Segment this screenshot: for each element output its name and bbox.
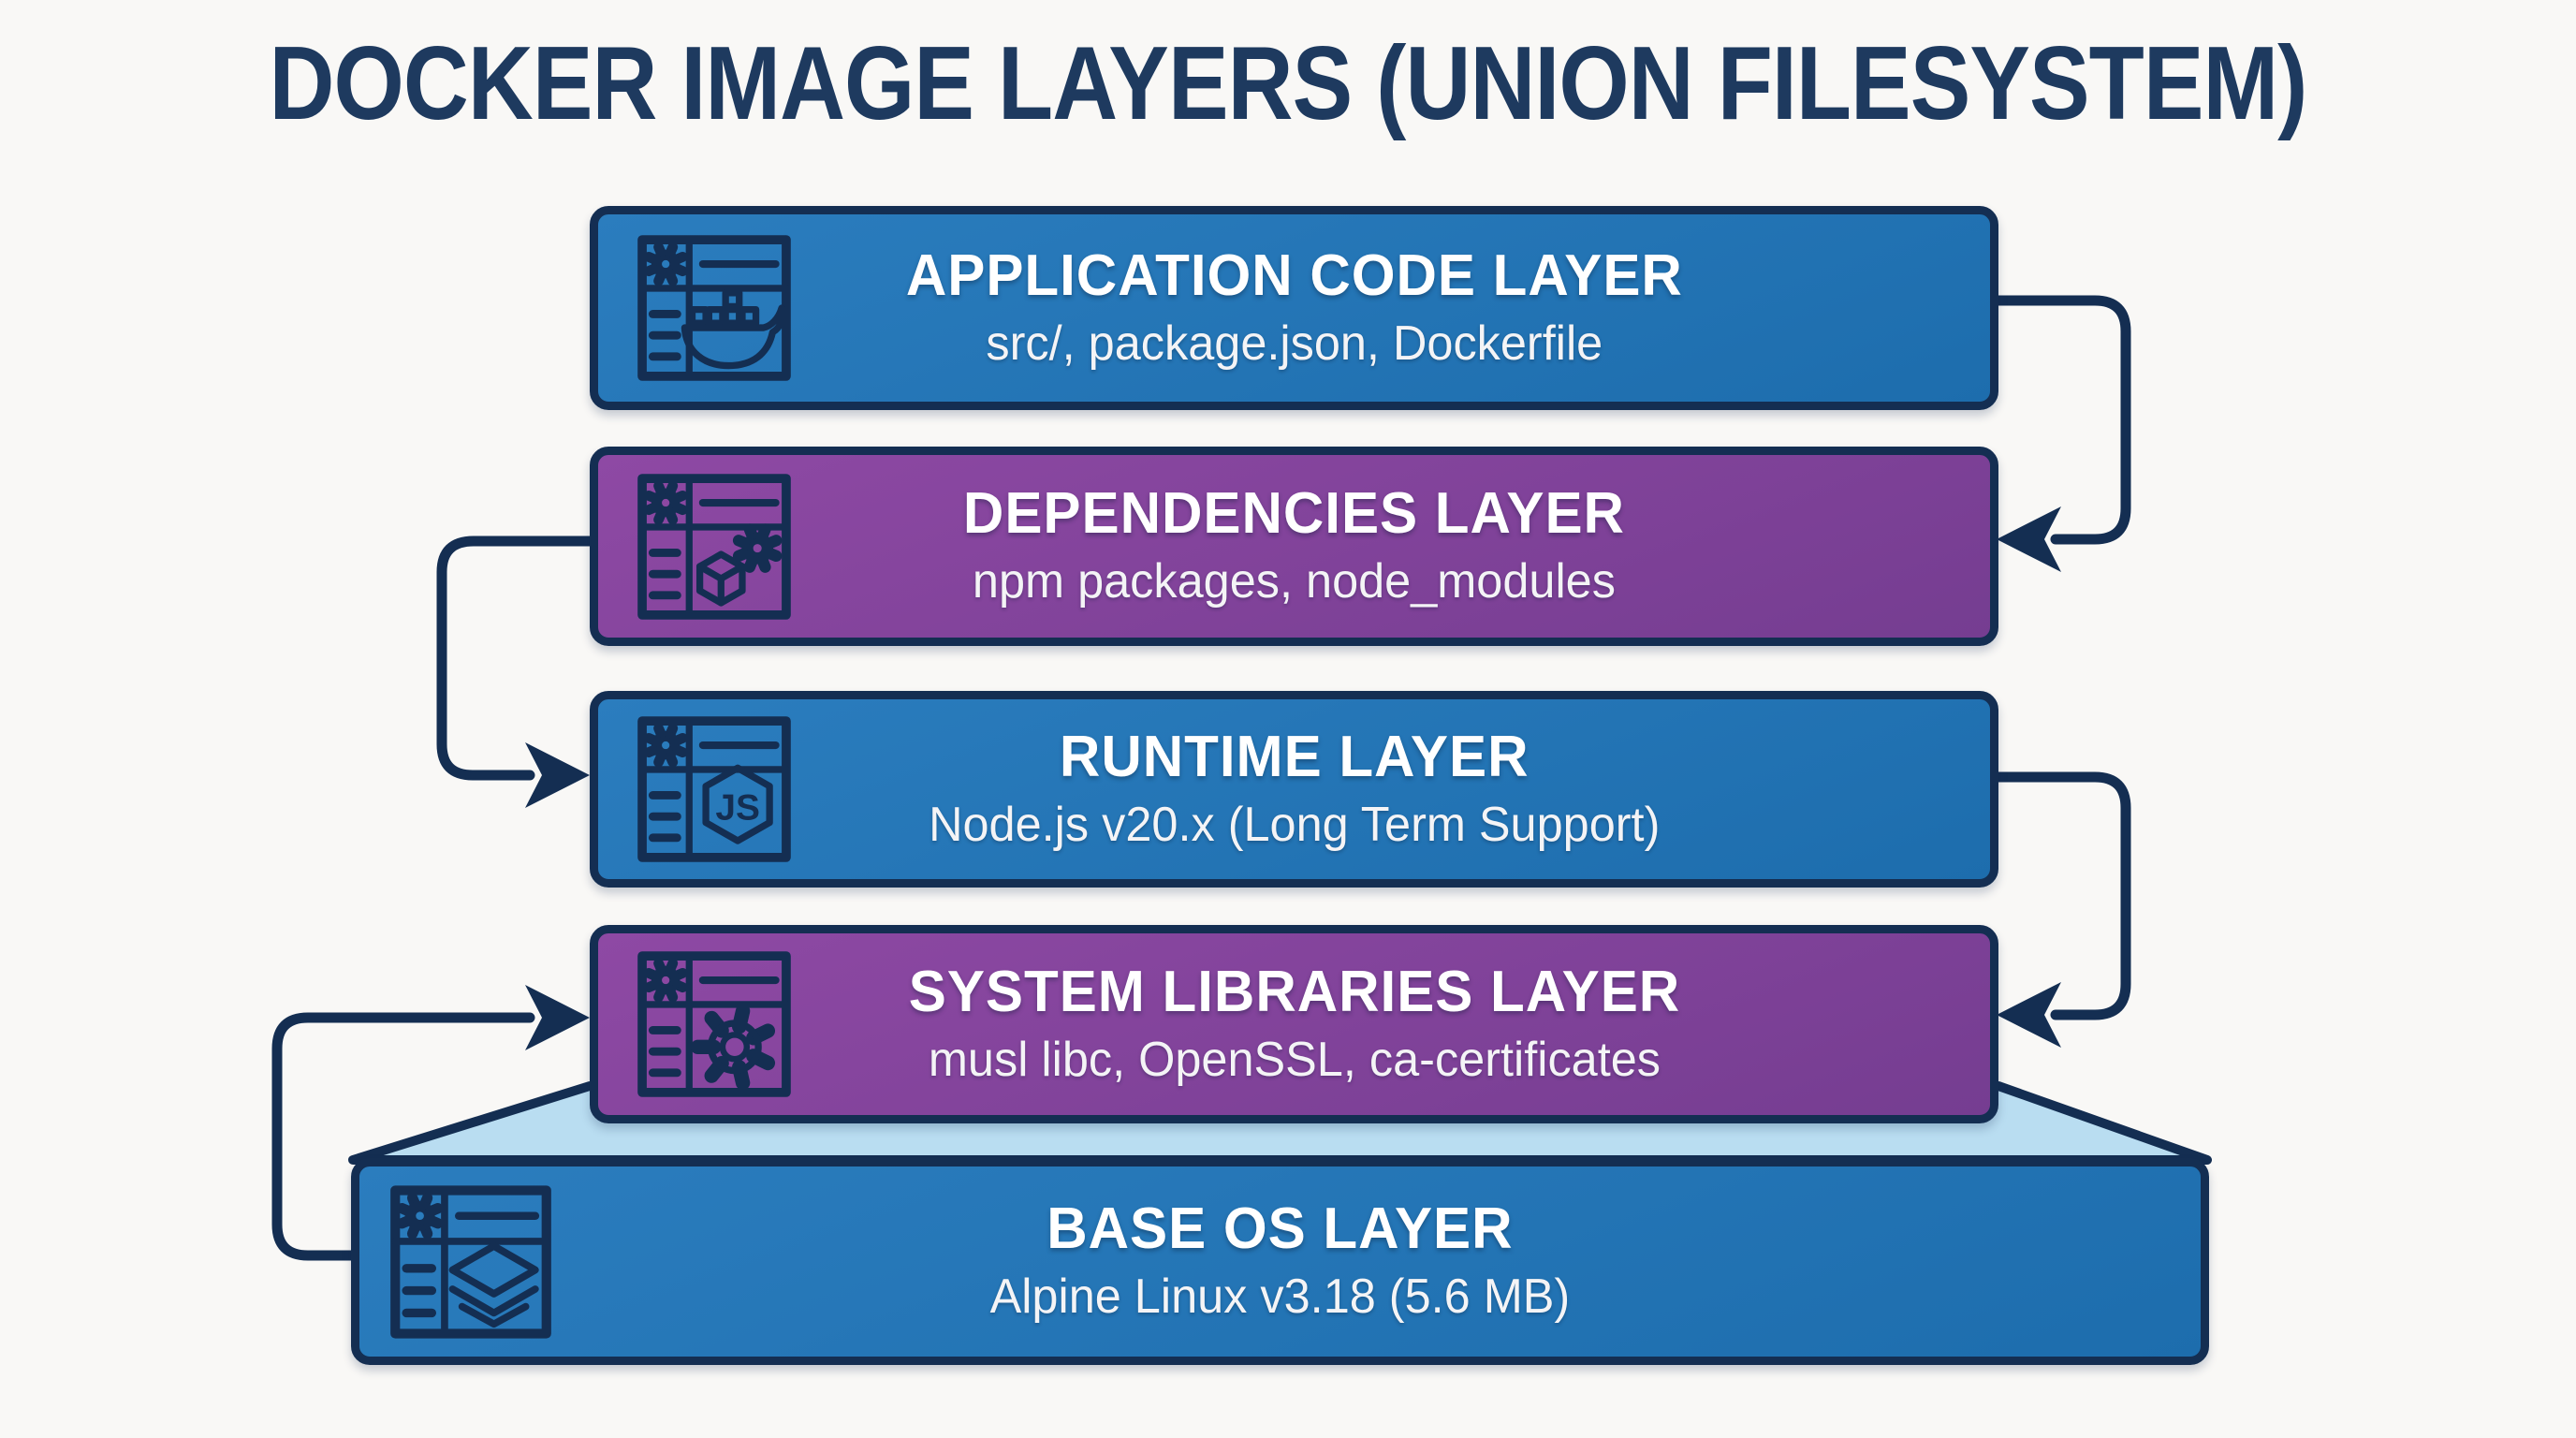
layer-application-code: APPLICATION CODE LAYER src/, package.jso…: [590, 206, 1998, 410]
layer-subtitle: musl libc, OpenSSL, ca-certificates: [928, 1032, 1661, 1087]
layer-title: RUNTIME LAYER: [1059, 724, 1530, 789]
svg-text:JS: JS: [715, 787, 760, 828]
arrowhead-base-to-syslibs: [525, 985, 590, 1050]
layer-runtime: JS RUNTIME LAYER Node.js v20.x (Long Ter…: [590, 691, 1998, 888]
arrowhead-runtime-to-syslibs: [1997, 982, 2061, 1048]
layer-subtitle: Alpine Linux v3.18 (5.6 MB): [989, 1269, 1571, 1325]
layer-text: DEPENDENCIES LAYER npm packages, node_mo…: [963, 485, 1625, 608]
layer-text: SYSTEM LIBRARIES LAYER musl libc, OpenSS…: [908, 959, 1680, 1087]
arrow-runtime-to-syslibs: [1990, 771, 2131, 1020]
package-gear-icon: [634, 471, 795, 623]
layers-icon: [384, 1182, 558, 1342]
layer-title: DEPENDENCIES LAYER: [962, 481, 1626, 547]
layer-base-os: BASE OS LAYER Alpine Linux v3.18 (5.6 MB…: [351, 1158, 2209, 1365]
docker-whale-icon: [634, 232, 795, 384]
nodejs-hexagon-icon: JS: [634, 713, 795, 865]
layer-dependencies: DEPENDENCIES LAYER npm packages, node_mo…: [590, 447, 1998, 646]
layer-text: APPLICATION CODE LAYER src/, package.jso…: [905, 242, 1683, 371]
layer-text: RUNTIME LAYER Node.js v20.x (Long Term S…: [928, 724, 1661, 852]
layer-text: BASE OS LAYER Alpine Linux v3.18 (5.6 MB…: [990, 1200, 1571, 1323]
layer-subtitle: npm packages, node_modules: [972, 554, 1616, 609]
layer-title: SYSTEM LIBRARIES LAYER: [908, 959, 1680, 1024]
layer-subtitle: Node.js v20.x (Long Term Support): [928, 797, 1661, 852]
layer-title: APPLICATION CODE LAYER: [905, 242, 1683, 308]
layer-system-libraries: SYSTEM LIBRARIES LAYER musl libc, OpenSS…: [590, 925, 1998, 1123]
layer-title: BASE OS LAYER: [1046, 1196, 1514, 1262]
arrow-deps-to-runtime: [436, 536, 598, 781]
arrowhead-app-to-deps: [1997, 506, 2061, 572]
arrow-app-to-deps: [1990, 295, 2131, 545]
layer-subtitle: src/, package.json, Dockerfile: [986, 315, 1603, 371]
arrowhead-deps-to-runtime: [525, 742, 590, 808]
gear-icon: [634, 948, 795, 1100]
diagram-title: DOCKER IMAGE LAYERS (UNION FILESYSTEM): [269, 24, 2308, 141]
